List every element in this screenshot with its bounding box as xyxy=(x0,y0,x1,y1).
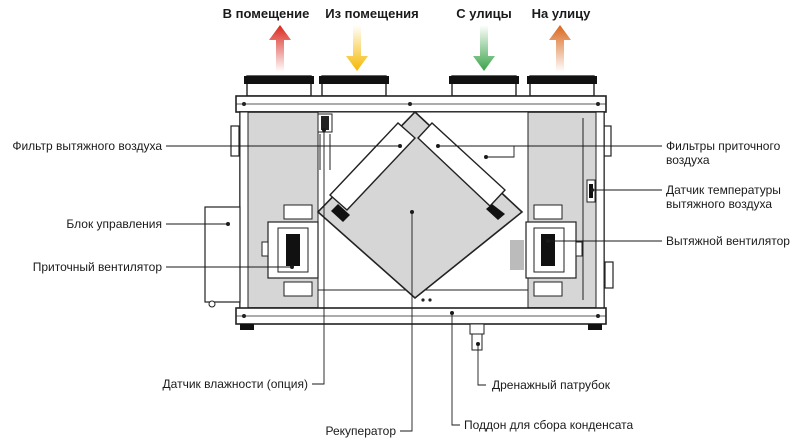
callout-supply-filters: воздуха xyxy=(666,153,710,167)
callout-exhaust-fan: Вытяжной вентилятор xyxy=(666,234,790,248)
flow-label-to-room: В помещение xyxy=(223,6,310,21)
control-unit xyxy=(204,206,241,308)
callout-exhaust-temp-sensor: вытяжного воздуха xyxy=(666,197,772,211)
arrow-up-icon xyxy=(269,25,291,72)
callout-supply-fan: Приточный вентилятор xyxy=(33,260,163,274)
arrow-up-icon xyxy=(549,25,571,72)
exhaust-fan xyxy=(510,204,583,297)
callout-control-unit: Блок управления xyxy=(66,217,162,231)
flow-label-from-room: Из помещения xyxy=(325,6,419,21)
arrow-down-icon xyxy=(346,25,368,71)
flow-label-from-street: С улицы xyxy=(456,6,511,21)
flow-label-to-street: На улицу xyxy=(532,6,592,21)
callout-exhaust-temp-sensor: Датчик температуры xyxy=(666,183,781,197)
recuperator xyxy=(316,110,524,302)
supply-fan xyxy=(261,204,319,308)
humidity-sensor xyxy=(317,113,333,170)
callout-humidity-sensor: Датчик влажности (опция) xyxy=(163,377,308,391)
callout-exhaust-filter: Фильтр вытяжного воздуха xyxy=(12,139,162,153)
callout-condensate-tray: Поддон для сбора конденсата xyxy=(464,418,633,432)
leader-lines xyxy=(166,128,662,432)
drain-pipe xyxy=(469,323,485,351)
callout-recuperator: Рекуператор xyxy=(326,424,397,438)
callout-supply-filters: Фильтры приточного xyxy=(666,139,781,153)
callout-drain-pipe: Дренажный патрубок xyxy=(492,378,611,392)
arrow-down-icon xyxy=(473,25,495,71)
duct-spigots xyxy=(244,75,597,97)
